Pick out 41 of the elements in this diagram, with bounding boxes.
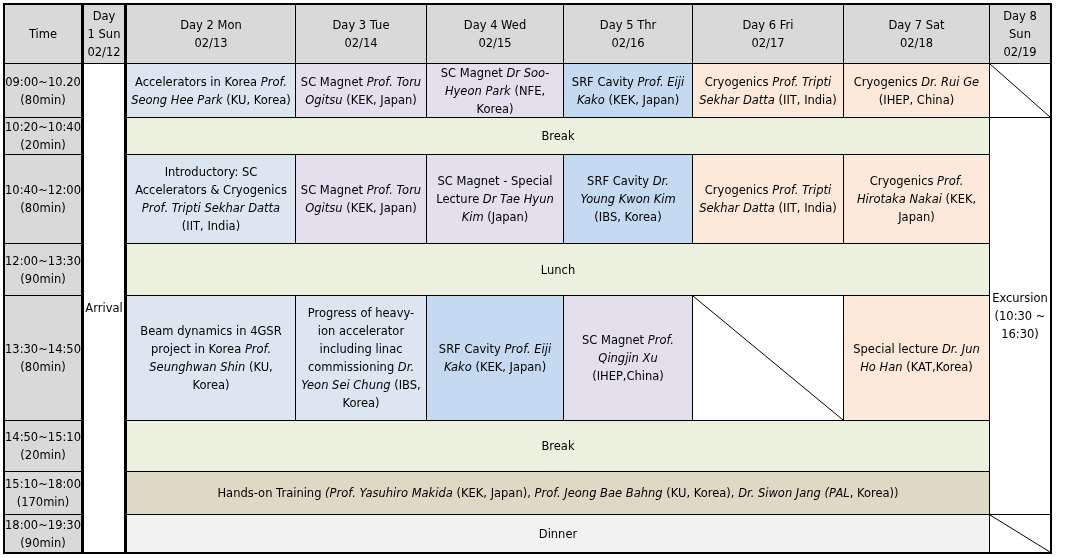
lecture-entry: Special lecture Dr. Jun Ho Han (KAT,Korea): [844, 296, 989, 420]
time-slot-label: 13:30~14:50 (80min): [5, 296, 83, 420]
day-heading: Day 5 Thr 02/16: [564, 5, 692, 63]
day-heading: Day 3 Tue 02/14: [296, 5, 426, 63]
lecture-entry: Cryogenics Dr. Rui Ge (IHEP, China): [844, 64, 989, 117]
lecture-entry: SC Magnet Dr Soo-Hyeon Park (NFE, Korea): [427, 64, 563, 117]
break-band: Break: [127, 118, 989, 154]
break-band: Break: [127, 421, 989, 471]
day-heading: Day 1 Sun 02/12: [84, 5, 126, 63]
time-slot-label: 10:40~12:00 (80min): [5, 155, 83, 243]
lecture-entry: Beam dynamics in 4GSR project in Korea Prof. Seunghwan Shin (KU, Korea): [127, 296, 295, 420]
lecture-entry: SC Magnet Prof. Toru Ogitsu (KEK, Japan): [296, 155, 426, 243]
lecture-entry: Cryogenics Prof. Hirotaka Nakai (KEK, Japan): [844, 155, 989, 243]
column-heading: Time: [5, 5, 83, 63]
dinner-band: Dinner: [127, 515, 989, 552]
lecture-entry: SRF Cavity Prof. Eiji Kako (KEK, Japan): [564, 64, 692, 117]
day-heading: Day 4 Wed 02/15: [427, 5, 563, 63]
lecture-entry: SRF Cavity Prof. Eiji Kako (KEK, Japan): [427, 296, 563, 420]
time-slot-label: 15:10~18:00 (170min): [5, 472, 83, 514]
time-slot-label: 09:00~10.20 (80min): [5, 64, 83, 117]
time-slot-label: 10:20~10:40 (20min): [5, 118, 83, 154]
lecture-entry: SC Magnet Prof. Qingjin Xu (IHEP,China): [564, 296, 692, 420]
lecture-entry: SRF Cavity Dr. Young Kwon Kim (IBS, Korea): [564, 155, 692, 243]
day-heading: Day 6 Fri 02/17: [693, 5, 843, 63]
day-heading: Day 2 Mon 02/13: [127, 5, 295, 63]
lecture-entry: Progress of heavy-ion accelerator including linac commissioning Dr. Yeon Sei Chung (IBS, Korea): [296, 296, 426, 420]
lecture-entry: SC Magnet Prof. Toru Ogitsu (KEK, Japan): [296, 64, 426, 117]
time-slot-label: 12:00~13:30 (90min): [5, 244, 83, 295]
lecture-entry: Cryogenics Prof. Tripti Sekhar Datta (IIT, India): [693, 64, 843, 117]
lecture-entry: Introductory: SC Accelerators & Cryogenics Prof. Tripti Sekhar Datta (IIT, India): [127, 155, 295, 243]
arrival-note: Arrival: [84, 64, 126, 552]
lunch-band: Lunch: [127, 244, 989, 295]
time-slot-label: 14:50~15:10 (20min): [5, 421, 83, 471]
day-heading: Day 8 Sun 02/19: [990, 5, 1050, 63]
time-slot-label: 18:00~19:30 (90min): [5, 515, 83, 552]
excursion-note: Excursion (10:30 ~ 16:30): [990, 118, 1050, 514]
lecture-entry: SC Magnet - Special Lecture Dr Tae Hyun Kim (Japan): [427, 155, 563, 243]
lecture-entry: Accelerators in Korea Prof. Seong Hee Park (KU, Korea): [127, 64, 295, 117]
training-band: Hands-on Training (Prof. Yasuhiro Makida (KEK, Japan), Prof. Jeong Bae Bahng (KU, Korea), Dr. Siwon Jang (PAL, Korea)): [127, 472, 989, 514]
day-heading: Day 7 Sat 02/18: [844, 5, 989, 63]
lecture-entry: Cryogenics Prof. Tripti Sekhar Datta (IIT, India): [693, 155, 843, 243]
